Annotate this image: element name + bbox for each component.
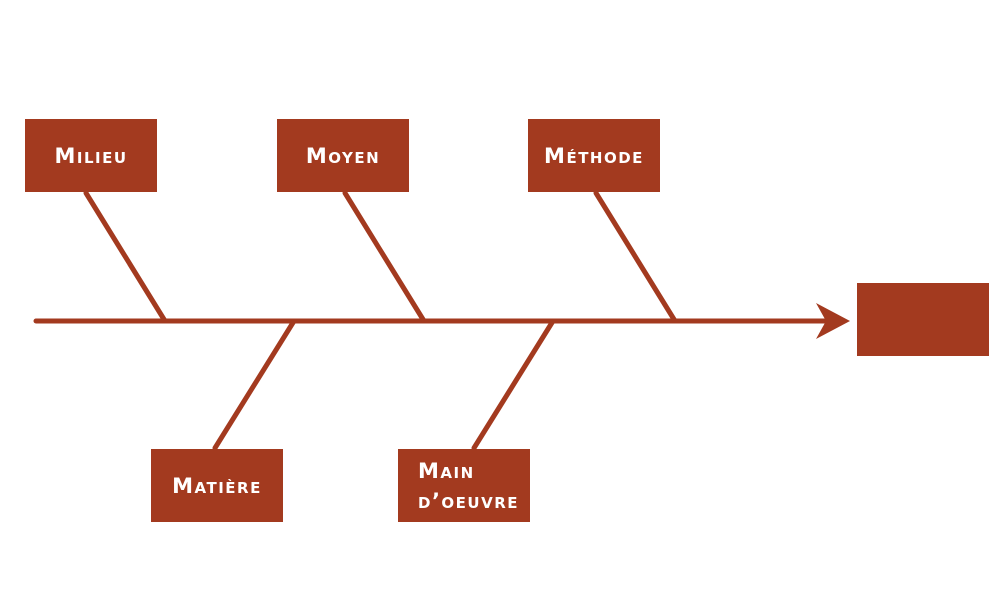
cause-box-matiere: Matière	[151, 449, 283, 522]
effect-box	[857, 283, 989, 356]
cause-box-moyen: Moyen	[277, 119, 409, 192]
bone-methode	[593, 190, 678, 324]
cause-box-milieu: Milieu	[25, 119, 157, 192]
bone-main-oeuvre	[471, 318, 556, 451]
bone-milieu	[83, 190, 168, 324]
cause-box-main-oeuvre: Main d’oeuvre	[398, 449, 530, 522]
cause-label-matiere: Matière	[172, 473, 262, 498]
cause-label-milieu: Milieu	[54, 143, 128, 168]
cause-box-methode: Méthode	[528, 119, 660, 192]
spine-arrowhead	[816, 303, 850, 339]
cause-label-moyen: Moyen	[305, 143, 381, 168]
cause-label-methode: Méthode	[544, 143, 644, 168]
bone-matiere	[212, 318, 297, 451]
bone-moyen	[342, 190, 427, 324]
cause-label-main-oeuvre: Main d’oeuvre	[418, 458, 520, 513]
